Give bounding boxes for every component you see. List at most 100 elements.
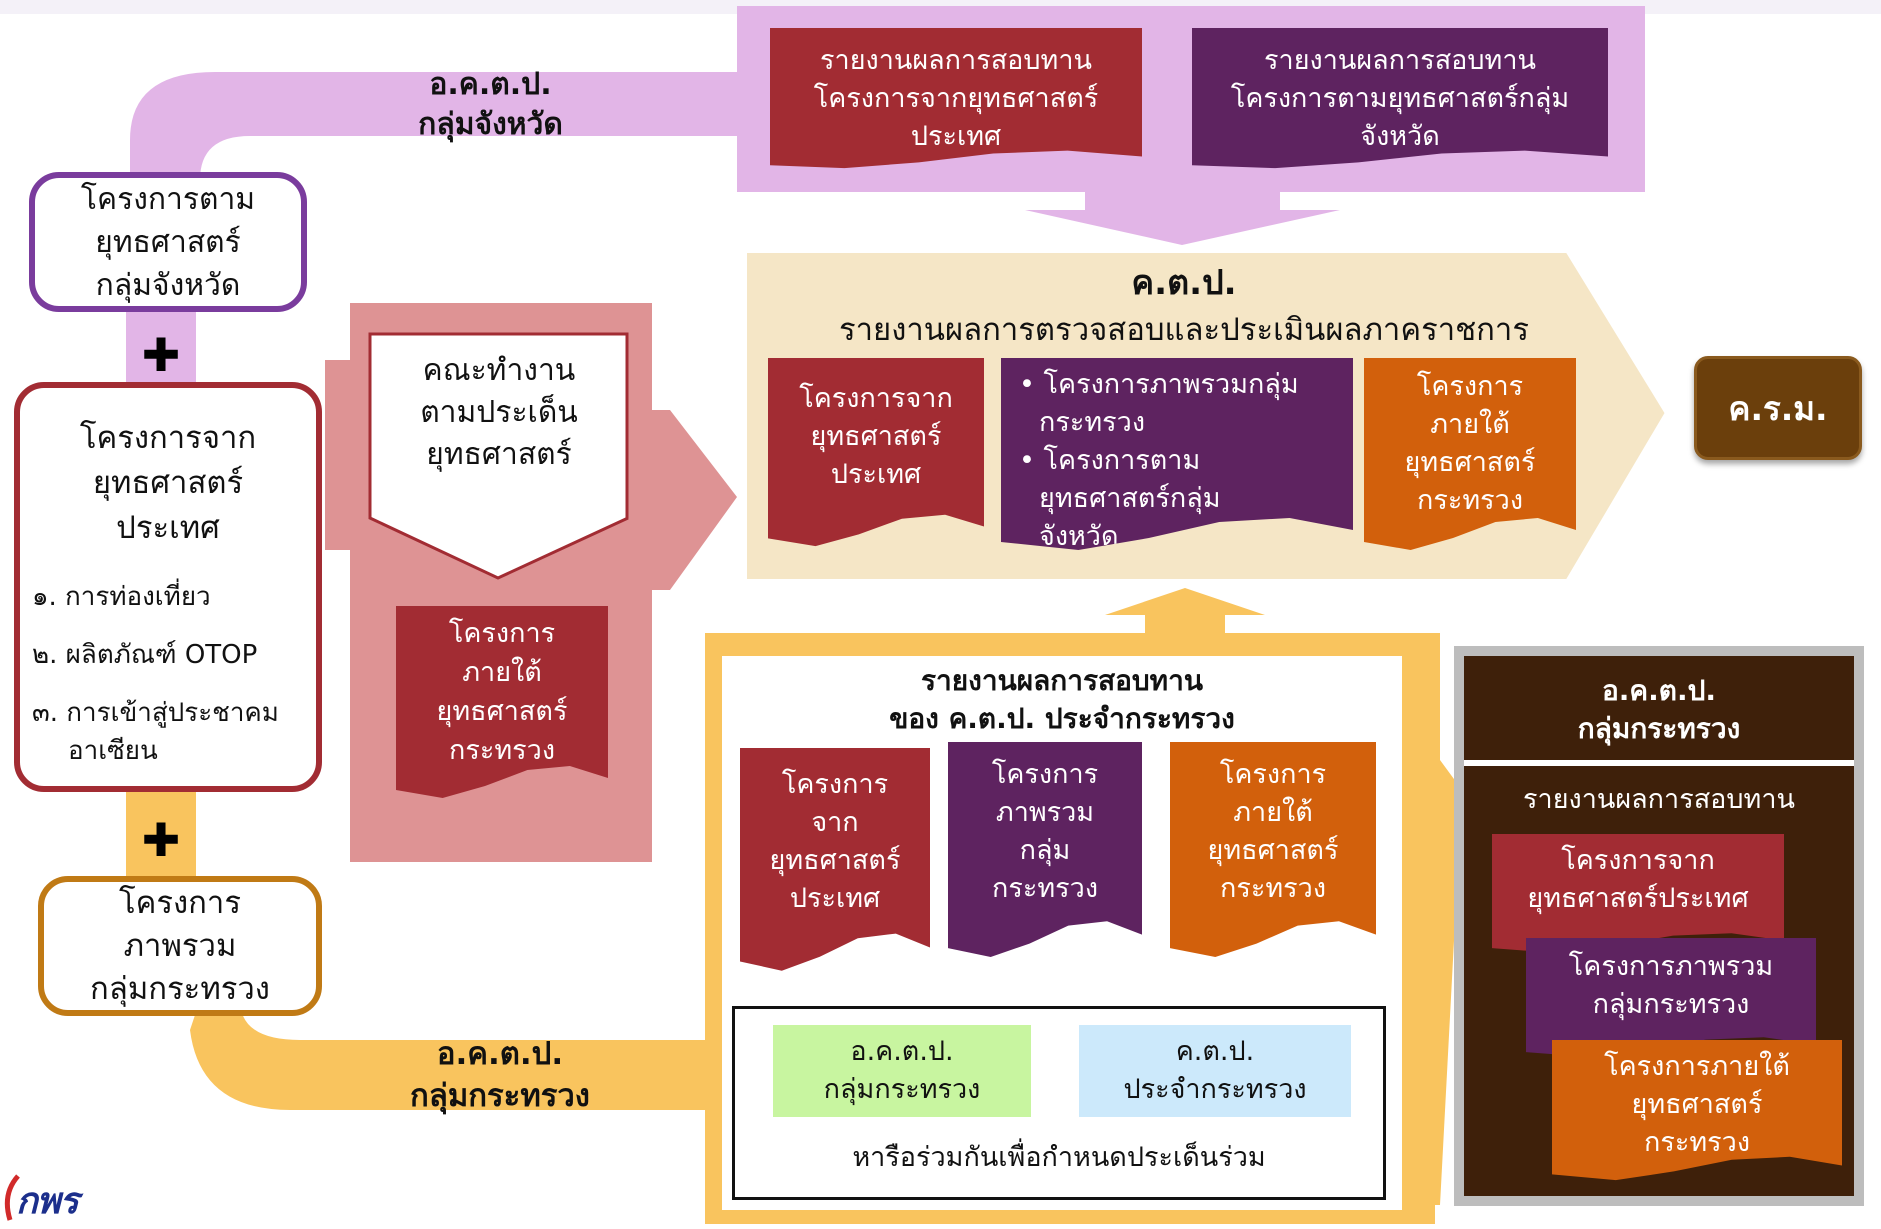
national-box-title-line1: โครงการจาก: [79, 420, 257, 456]
dark-doc2-line1: โครงการภาพรวม: [1568, 951, 1774, 982]
bottom-band-label-line1: อ.ค.ต.ป.: [436, 1036, 564, 1072]
list-item: ๓. การเข้าสู่ประชาคม: [32, 698, 279, 728]
list-item: ๑. การท่องเที่ยว: [32, 582, 211, 612]
green-box-line1: อ.ค.ต.ป.: [850, 1036, 954, 1067]
working-group-text: คณะทำงาน ตามประเด็น ยุทธศาสตร์: [372, 348, 626, 478]
main-doc-ministry-line2: ภายใต้: [1430, 409, 1510, 440]
purple-curved-band: [130, 72, 760, 180]
review-doc-orange-line2: ภายใต้: [1233, 797, 1313, 828]
ministry-doc-line1: โครงการ: [448, 618, 556, 649]
review-doc-purple-line2: ภาพรวม: [995, 797, 1095, 828]
review-doc-ministry: โครงการ ภายใต้ ยุทธศาสตร์ กระทรวง: [1170, 742, 1376, 958]
review-doc-red-line3: ยุทธศาสตร์: [769, 845, 901, 876]
ministry-doc-line4: กระทรวง: [449, 735, 555, 766]
provincial-box-line2: ยุทธศาสตร์: [95, 224, 241, 260]
top-band-label: อ.ค.ต.ป. กลุ่มจังหวัด: [388, 62, 593, 147]
logo-swoosh-icon: [4, 1174, 20, 1221]
plus-icon: ✚: [141, 328, 181, 382]
national-box-list: ๑. การท่องเที่ยว ๒. ผลิตภัณฑ์ OTOP ๓. กา…: [32, 578, 322, 770]
dark-doc3-line1: โครงการภายใต้: [1604, 1051, 1790, 1082]
provincial-committee-box: อ.ค.ต.ป. กลุ่มกระทรวง: [773, 1025, 1031, 1117]
main-doc-overview-line3: • โครงการตาม: [1019, 445, 1201, 476]
top-doc-left-line3: ประเทศ: [910, 121, 1002, 152]
review-doc-national: โครงการ จาก ยุทธศาสตร์ ประเทศ: [740, 748, 930, 971]
review-doc-orange-line1: โครงการ: [1219, 759, 1327, 790]
provincial-box-line3: กลุ่มจังหวัด: [95, 267, 241, 303]
opdc-logo: กพร: [0, 1170, 110, 1224]
green-box-line2: กลุ่มกระทรวง: [823, 1074, 981, 1105]
main-doc-overview-line5: จังหวัด: [1039, 521, 1119, 552]
purple-down-arrow: [1025, 190, 1340, 245]
blue-box-line2: ประจำกระทรวง: [1123, 1074, 1307, 1105]
gold-connector: [126, 790, 196, 880]
consultation-text: หารือร่วมกันเพื่อกำหนดประเด็นร่วม: [852, 1141, 1266, 1173]
ministry-doc-line2: ภายใต้: [462, 657, 542, 688]
ministry-committee-box: ค.ต.ป. ประจำกระทรวง: [1079, 1025, 1351, 1117]
top-doc-right-line3: จังหวัด: [1360, 121, 1440, 152]
bottom-band-label-line2: กลุ่มกระทรวง: [410, 1078, 590, 1114]
dark-doc-overview: โครงการภาพรวม กลุ่มกระทรวง: [1526, 938, 1816, 1058]
main-doc-overview-line2: กระทรวง: [1039, 407, 1145, 438]
main-panel-subtitle: รายงานผลการตรวจสอบและประเมินผลภาคราชการ: [838, 312, 1529, 348]
logo-text: กพร: [16, 1181, 79, 1222]
top-doc-right-line2: โครงการตามยุทธศาสตร์กลุ่ม: [1230, 83, 1570, 114]
gold-right-arrow: [1435, 633, 1462, 1205]
white-down-arrow: [368, 332, 629, 580]
main-doc-overview: • โครงการภาพรวมกลุ่ม กระทรวง • โครงการตา…: [1001, 358, 1353, 552]
review-doc-orange-line3: ยุทธศาสตร์: [1207, 835, 1339, 866]
top-doc-left-line1: รายงานผลการสอบทาน: [820, 45, 1092, 76]
review-title-line2: ของ ค.ต.ป. ประจำกระทรวง: [889, 702, 1235, 735]
dark-panel-frame: อ.ค.ต.ป. กลุ่มกระทรวง รายงานผลการสอบทาน …: [1454, 646, 1864, 1206]
bottom-band-label: อ.ค.ต.ป. กลุ่มกระทรวง: [380, 1030, 620, 1120]
dark-doc-ministry: โครงการภายใต้ ยุทธศาสตร์ กระทรวง: [1552, 1040, 1842, 1181]
dark-panel-title: อ.ค.ต.ป. กลุ่มกระทรวง: [1464, 670, 1854, 750]
main-doc-ministry: โครงการ ภายใต้ ยุทธศาสตร์ กระทรวง: [1364, 358, 1576, 550]
main-doc-ministry-line4: กระทรวง: [1417, 485, 1523, 516]
cabinet-box: ค.ร.ม.: [1694, 356, 1862, 460]
top-band-label-line1: อ.ค.ต.ป.: [429, 66, 552, 102]
provincial-box-line1: โครงการตาม: [80, 181, 256, 217]
purple-connector: [126, 310, 196, 385]
working-group-line2: ตามประเด็น: [420, 395, 578, 430]
dark-title-line1: อ.ค.ต.ป.: [1601, 674, 1717, 707]
review-doc-purple-line1: โครงการ: [991, 759, 1099, 790]
dark-doc3-line2: ยุทธศาสตร์: [1631, 1089, 1763, 1120]
main-doc-overview-line4: ยุทธศาสตร์กลุ่ม: [1039, 483, 1221, 514]
dark-doc2-line2: กลุ่มกระทรวง: [1592, 989, 1750, 1020]
top-doc-provincial-strategy: รายงานผลการสอบทาน โครงการตามยุทธศาสตร์กล…: [1192, 28, 1608, 169]
main-doc-national-line2: ยุทธศาสตร์: [810, 421, 942, 452]
review-doc-overview: โครงการ ภาพรวม กลุ่ม กระทรวง: [948, 742, 1142, 958]
ministry-doc-line3: ยุทธศาสตร์: [436, 696, 568, 727]
ministry-box-line1: โครงการ: [118, 884, 241, 921]
ministry-box-line2: ภาพรวม: [123, 927, 237, 964]
review-panel: รายงานผลการสอบทาน ของ ค.ต.ป. ประจำกระทรว…: [722, 656, 1402, 1210]
top-band-label-line2: กลุ่มจังหวัด: [418, 106, 563, 142]
ministry-strategy-doc: โครงการ ภายใต้ ยุทธศาสตร์ กระทรวง: [396, 606, 608, 798]
consultation-box: อ.ค.ต.ป. กลุ่มกระทรวง ค.ต.ป. ประจำกระทรว…: [732, 1006, 1386, 1200]
review-doc-red-line2: จาก: [811, 807, 859, 838]
national-box-title-line3: ประเทศ: [116, 510, 220, 546]
dark-doc1-line2: ยุทธศาสตร์ประเทศ: [1527, 883, 1749, 914]
working-group-line1: คณะทำงาน: [422, 353, 576, 388]
review-doc-purple-line3: กลุ่ม: [1019, 835, 1071, 866]
review-doc-purple-line4: กระทรวง: [992, 873, 1098, 904]
main-doc-national-line1: โครงการจาก: [799, 383, 953, 414]
ministry-box-line3: กลุ่มกระทรวง: [90, 970, 270, 1007]
working-group-line3: ยุทธศาสตร์: [426, 437, 572, 472]
main-panel-title: ค.ต.ป.: [1131, 263, 1237, 303]
review-panel-title: รายงานผลการสอบทาน ของ ค.ต.ป. ประจำกระทรว…: [722, 660, 1402, 740]
main-doc-national: โครงการจาก ยุทธศาสตร์ ประเทศ: [768, 358, 984, 547]
review-doc-orange-line4: กระทรวง: [1220, 873, 1326, 904]
review-doc-red-line4: ประเทศ: [789, 883, 881, 914]
main-doc-ministry-line3: ยุทธศาสตร์: [1404, 447, 1536, 478]
dark-doc-national: โครงการจาก ยุทธศาสตร์ประเทศ: [1492, 834, 1784, 954]
top-doc-left-line2: โครงการจากยุทธศาสตร์: [813, 83, 1099, 114]
dark-doc1-line1: โครงการจาก: [1561, 845, 1715, 876]
gold-up-arrow: [1105, 588, 1265, 633]
list-item: ๒. ผลิตภัณฑ์ OTOP: [32, 640, 258, 670]
plus-icon: ✚: [141, 813, 181, 867]
review-doc-red-line1: โครงการ: [781, 769, 889, 800]
national-box-title-line2: ยุทธศาสตร์: [92, 465, 244, 501]
dark-panel: อ.ค.ต.ป. กลุ่มกระทรวง รายงานผลการสอบทาน …: [1464, 656, 1854, 1196]
dark-doc3-line3: กระทรวง: [1644, 1127, 1750, 1158]
